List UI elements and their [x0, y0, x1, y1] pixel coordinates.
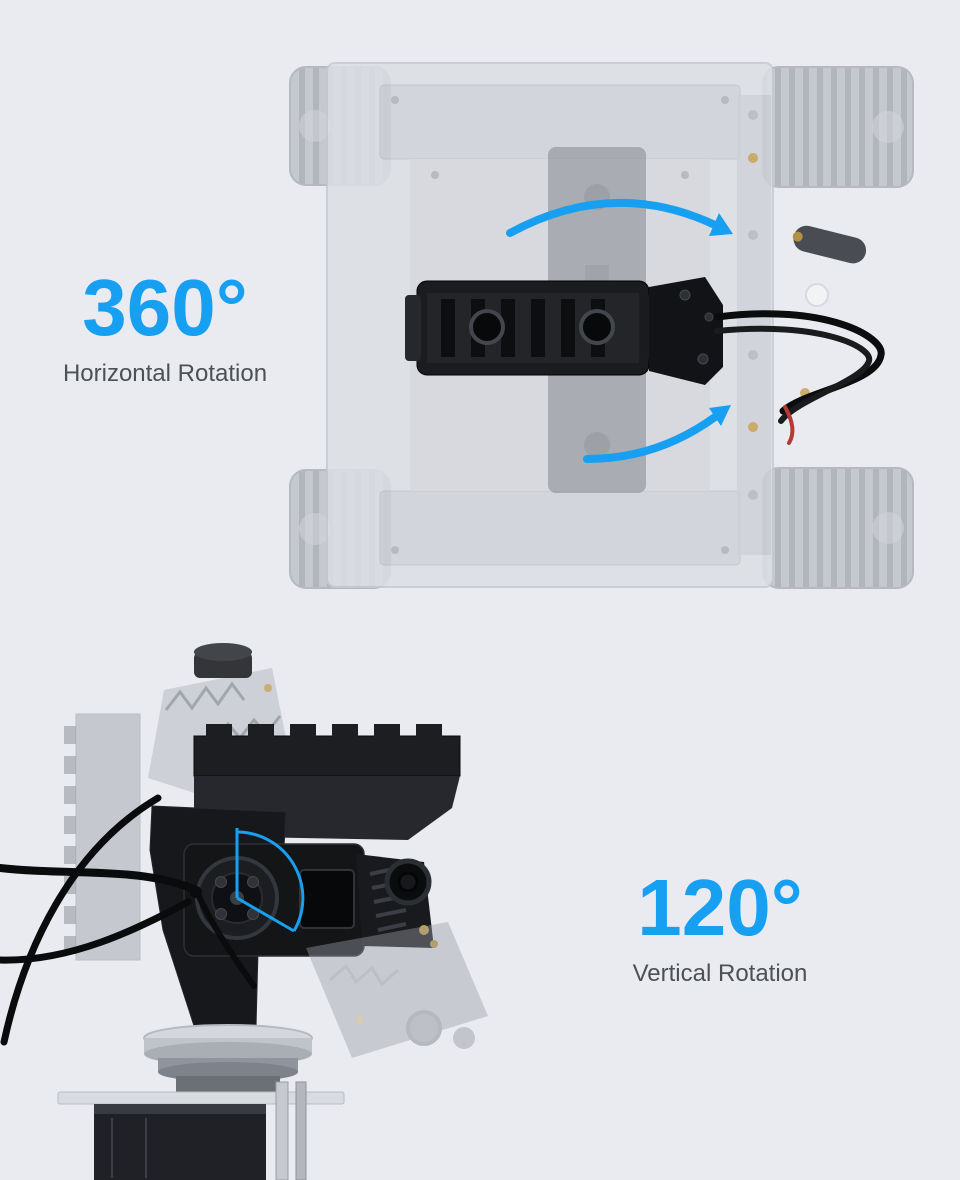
vertical-angle-value: 120° — [637, 863, 803, 952]
chassis-screws — [391, 96, 758, 554]
camera-gimbal-top — [405, 277, 723, 385]
support-rod — [275, 1081, 289, 1180]
sma-connector — [430, 940, 438, 948]
sma-connector — [419, 925, 429, 935]
hub-screws — [215, 876, 259, 920]
vertical-angle-label: Vertical Rotation — [632, 960, 808, 987]
antenna — [792, 225, 867, 264]
rail-screw-right — [579, 309, 615, 345]
tank-tracks — [289, 66, 914, 589]
red-wire — [783, 405, 795, 445]
vertical-rotation-caption: 120° Vertical Rotation — [600, 868, 840, 988]
rotation-arrow-bottom — [583, 405, 731, 463]
robot-top-view-illustration — [289, 62, 914, 589]
horizontal-angle-value: 360° — [82, 263, 248, 352]
base-box — [94, 1104, 266, 1180]
gimbal-head-screws — [679, 289, 714, 365]
ghost-tilted-camera — [306, 922, 488, 1058]
gimbal-cables — [713, 310, 885, 445]
horizontal-angle-label: Horizontal Rotation — [62, 360, 268, 387]
rail-screw-left — [469, 309, 505, 345]
support-rod — [295, 1081, 307, 1180]
horizontal-rotation-caption: 360° Horizontal Rotation — [40, 268, 290, 388]
chassis-port — [805, 283, 829, 307]
gimbal-cables-side — [0, 794, 257, 1046]
servo-window — [299, 869, 355, 929]
pedestal-base — [57, 1024, 345, 1180]
camera-module — [356, 854, 438, 948]
rotation-arrow-top — [506, 198, 733, 237]
tilt-servo — [183, 843, 365, 957]
rotation-arc — [235, 828, 305, 933]
ghost-top-cap — [194, 643, 252, 678]
gimbal-side-view-illustration — [0, 643, 488, 1180]
